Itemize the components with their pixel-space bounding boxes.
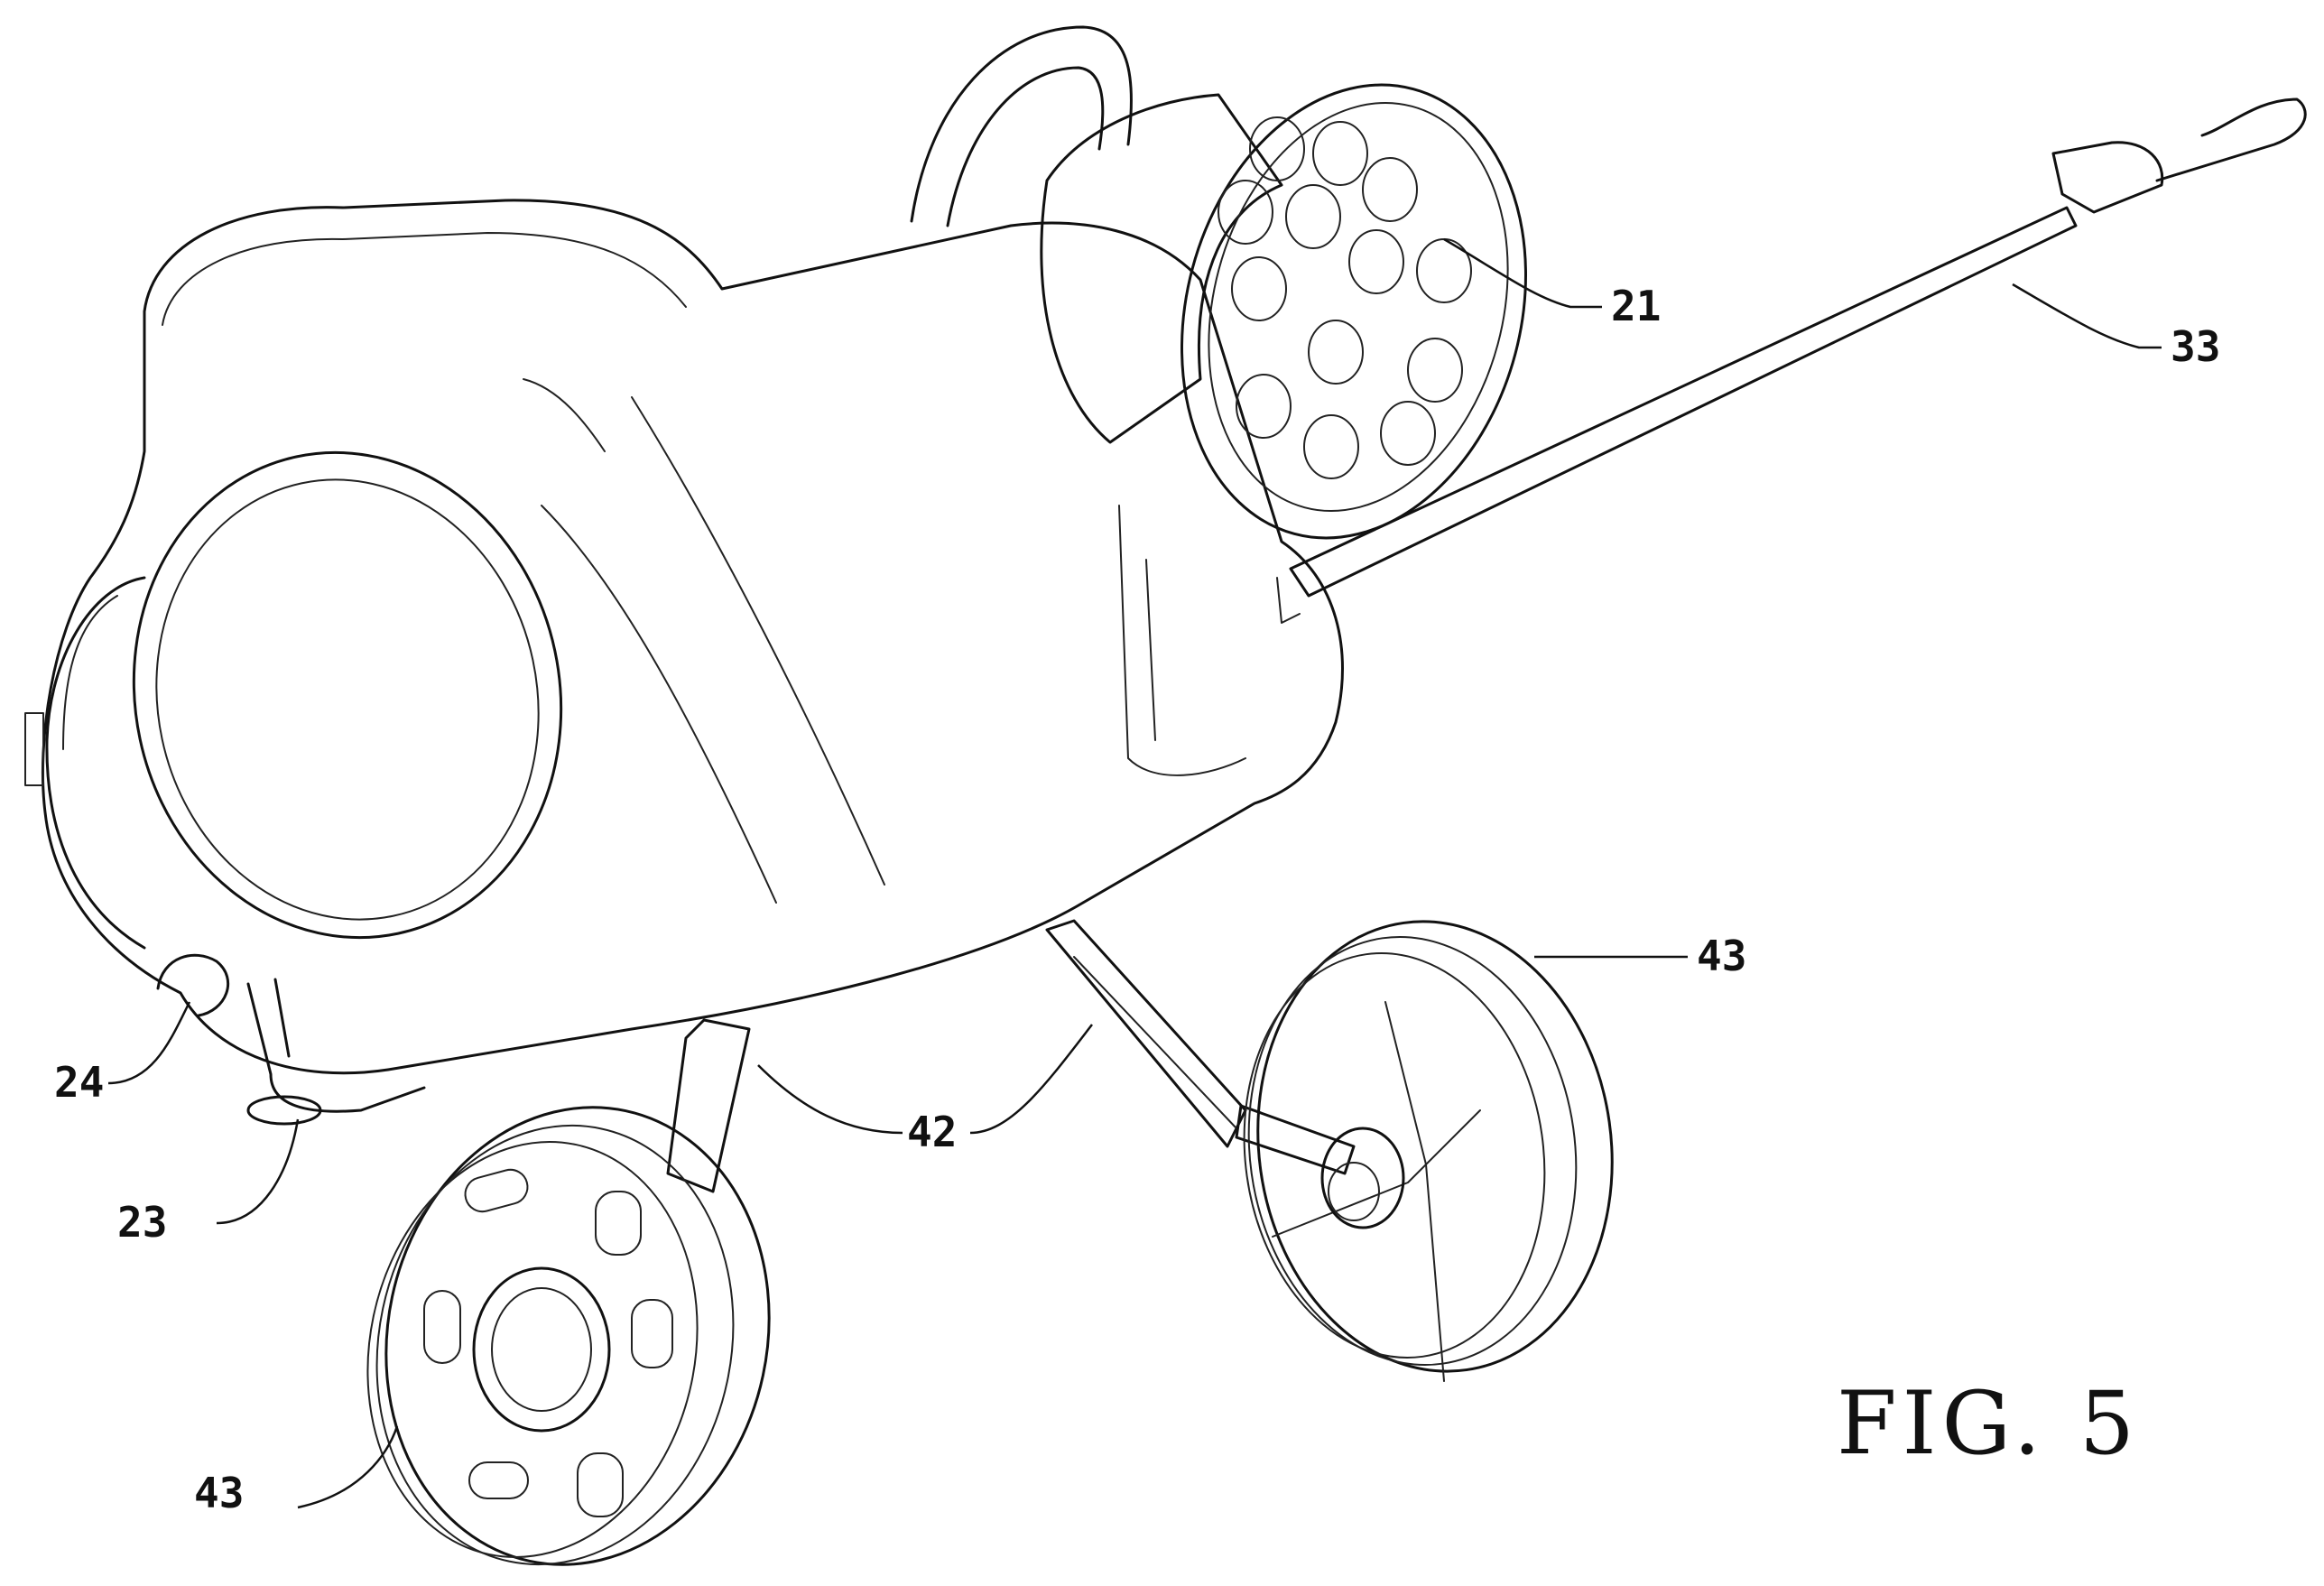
label-23: 23 [117,1198,167,1247]
label-24: 24 [54,1058,104,1107]
label-33: 33 [2171,322,2220,371]
front-handle [156,953,426,1126]
label-43-right: 43 [1697,932,1746,980]
side-pocket [24,450,563,950]
leg-frame [666,919,1356,1193]
label-21: 21 [1611,282,1661,330]
handle-bar [1276,97,2307,624]
ball-magazine [1040,83,1527,540]
ball-holes [1218,116,1472,479]
reference-labels: 21 33 43 43 42 23 24 [54,282,2220,1517]
figure-caption: FIG. 5 [1837,1373,2140,1474]
leader-lines [107,237,2162,1509]
wheel-right [1243,920,1614,1382]
carry-handle-top [910,25,1133,227]
main-body [41,199,1344,1075]
wheel-left [366,1106,771,1566]
label-43-left: 43 [194,1469,244,1517]
label-42: 42 [907,1108,957,1156]
